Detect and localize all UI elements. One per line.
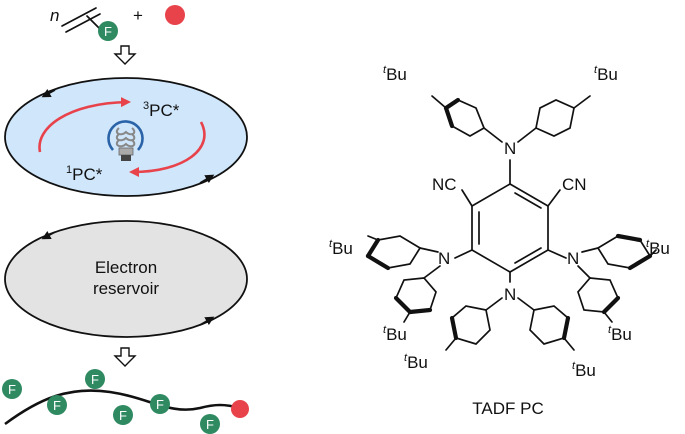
reservoir-cycle: Electron reservoir (4, 220, 248, 338)
aryl-bottom-left (445, 297, 503, 351)
svg-text:F: F (119, 408, 127, 423)
tbu-right-lower: tBu (608, 324, 632, 344)
n-label: n (50, 6, 59, 25)
n-right-bond (547, 249, 567, 259)
red-dot-reagent (165, 5, 185, 25)
polymer-f-group-4: F (113, 405, 133, 425)
aryl-right-lower (577, 265, 621, 323)
n-bottom-label: N (504, 285, 516, 304)
n-left-bond (454, 249, 473, 259)
down-arrow-2 (113, 347, 137, 367)
aryl-top-left (431, 95, 503, 143)
lower-ellipse-arrow-bottom (199, 316, 215, 326)
monomer-group: n F + (50, 5, 185, 41)
molecule-caption: TADF PC (472, 399, 543, 418)
light-bulb-icon (107, 120, 144, 161)
aryl-right-upper (581, 233, 657, 271)
aryl-left-lower (393, 265, 441, 323)
n-top-label: N (504, 139, 516, 158)
cn-left-bond (461, 189, 473, 207)
svg-text:F: F (8, 382, 16, 397)
n-left-label: N (438, 249, 450, 268)
lower-ellipse-arrow-top (41, 231, 56, 240)
svg-text:F: F (156, 397, 164, 412)
polymer-end-red-dot (231, 400, 249, 418)
upper-ellipse-arrow-top (41, 89, 56, 98)
aryl-top-right (517, 95, 591, 143)
aryl-bottom-right (517, 297, 575, 351)
lower-ellipse (4, 220, 248, 338)
tbu-top-left: tBu (383, 64, 407, 84)
tbu-right-upper: tBu (646, 238, 670, 258)
polymer-f-group-5: F (150, 394, 170, 414)
svg-text:F: F (53, 398, 61, 413)
polymer-chain: F F F F F F (2, 369, 249, 434)
upper-ellipse-arrow-bottom (199, 174, 215, 184)
polymer-f-group-6: F (200, 414, 220, 434)
n-right-label: N (567, 249, 579, 268)
tbu-top-right: tBu (594, 64, 618, 84)
polymer-backbone (4, 389, 241, 426)
tbu-left-lower: tBu (383, 324, 407, 344)
red-arrow-isc (38, 97, 131, 153)
tbu-bottom-left: tBu (404, 352, 428, 372)
red-arrow-risc (129, 121, 206, 177)
vinyl-bond-2 (65, 13, 101, 33)
reservoir-label-line1: Electron (95, 258, 157, 277)
reservoir-label-line2: reservoir (93, 279, 159, 298)
central-benzene-ring (471, 183, 549, 273)
monomer-f-circle (98, 21, 118, 41)
tadf-molecule: NC CN N N N N tBu tBu (329, 64, 670, 418)
polymer-f-group-2: F (47, 395, 67, 415)
monomer-f-label: F (104, 24, 112, 39)
cn-right-label: CN (562, 175, 587, 194)
svg-text:F: F (91, 372, 99, 387)
svg-text:F: F (206, 417, 214, 432)
tbu-left-upper: tBu (329, 238, 353, 258)
plus-sign: + (133, 6, 143, 25)
cn-right-bond (547, 189, 561, 207)
photocatalyst-cycle: 3PC* 1PC* (4, 77, 248, 197)
singlet-state-label: 1PC* (66, 164, 103, 184)
vinyl-bond-1 (61, 7, 97, 27)
aryl-left-upper (365, 235, 439, 271)
triplet-state-label: 3PC* (143, 100, 180, 120)
polymer-f-group-1: F (2, 379, 22, 399)
tbu-bottom-right: tBu (572, 360, 596, 380)
polymer-f-group-3: F (85, 369, 105, 389)
down-arrow-1 (113, 45, 137, 65)
cn-left-label: NC (432, 175, 457, 194)
